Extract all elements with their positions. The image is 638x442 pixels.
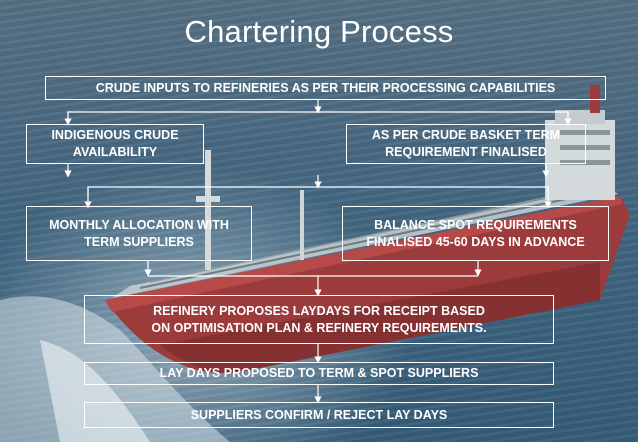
box-suppliers-confirm: SUPPLIERS CONFIRM / REJECT LAY DAYS	[84, 402, 554, 428]
box-crude-inputs: CRUDE INPUTS TO REFINERIES AS PER THEIR …	[45, 76, 606, 100]
box-balance-spot-text: BALANCE SPOT REQUIREMENTS FINALISED 45-6…	[366, 217, 585, 249]
slide-title: Chartering Process	[184, 14, 454, 49]
box-crude-inputs-text: CRUDE INPUTS TO REFINERIES AS PER THEIR …	[95, 80, 556, 95]
box-suppliers-confirm-text: SUPPLIERS CONFIRM / REJECT LAY DAYS	[190, 407, 448, 422]
box-monthly-allocation: MONTHLY ALLOCATION WITH TERM SUPPLIERS	[26, 206, 252, 261]
box-lay-days-proposed: LAY DAYS PROPOSED TO TERM & SPOT SUPPLIE…	[84, 362, 554, 385]
box-indigenous-crude-text: INDIGENOUS CRUDE AVAILABILITY	[51, 128, 179, 159]
box-indigenous-crude: INDIGENOUS CRUDE AVAILABILITY	[26, 124, 204, 164]
box-crude-basket-text: AS PER CRUDE BASKET TERM REQUIREMENT FIN…	[371, 128, 561, 159]
box-balance-spot: BALANCE SPOT REQUIREMENTS FINALISED 45-6…	[342, 206, 609, 261]
box-refinery-proposes-text: REFINERY PROPOSES LAYDAYS FOR RECEIPT BA…	[151, 303, 487, 335]
box-monthly-allocation-text: MONTHLY ALLOCATION WITH TERM SUPPLIERS	[49, 217, 229, 249]
box-crude-basket: AS PER CRUDE BASKET TERM REQUIREMENT FIN…	[346, 124, 586, 164]
box-refinery-proposes: REFINERY PROPOSES LAYDAYS FOR RECEIPT BA…	[84, 295, 554, 344]
box-lay-days-proposed-text: LAY DAYS PROPOSED TO TERM & SPOT SUPPLIE…	[159, 366, 479, 380]
